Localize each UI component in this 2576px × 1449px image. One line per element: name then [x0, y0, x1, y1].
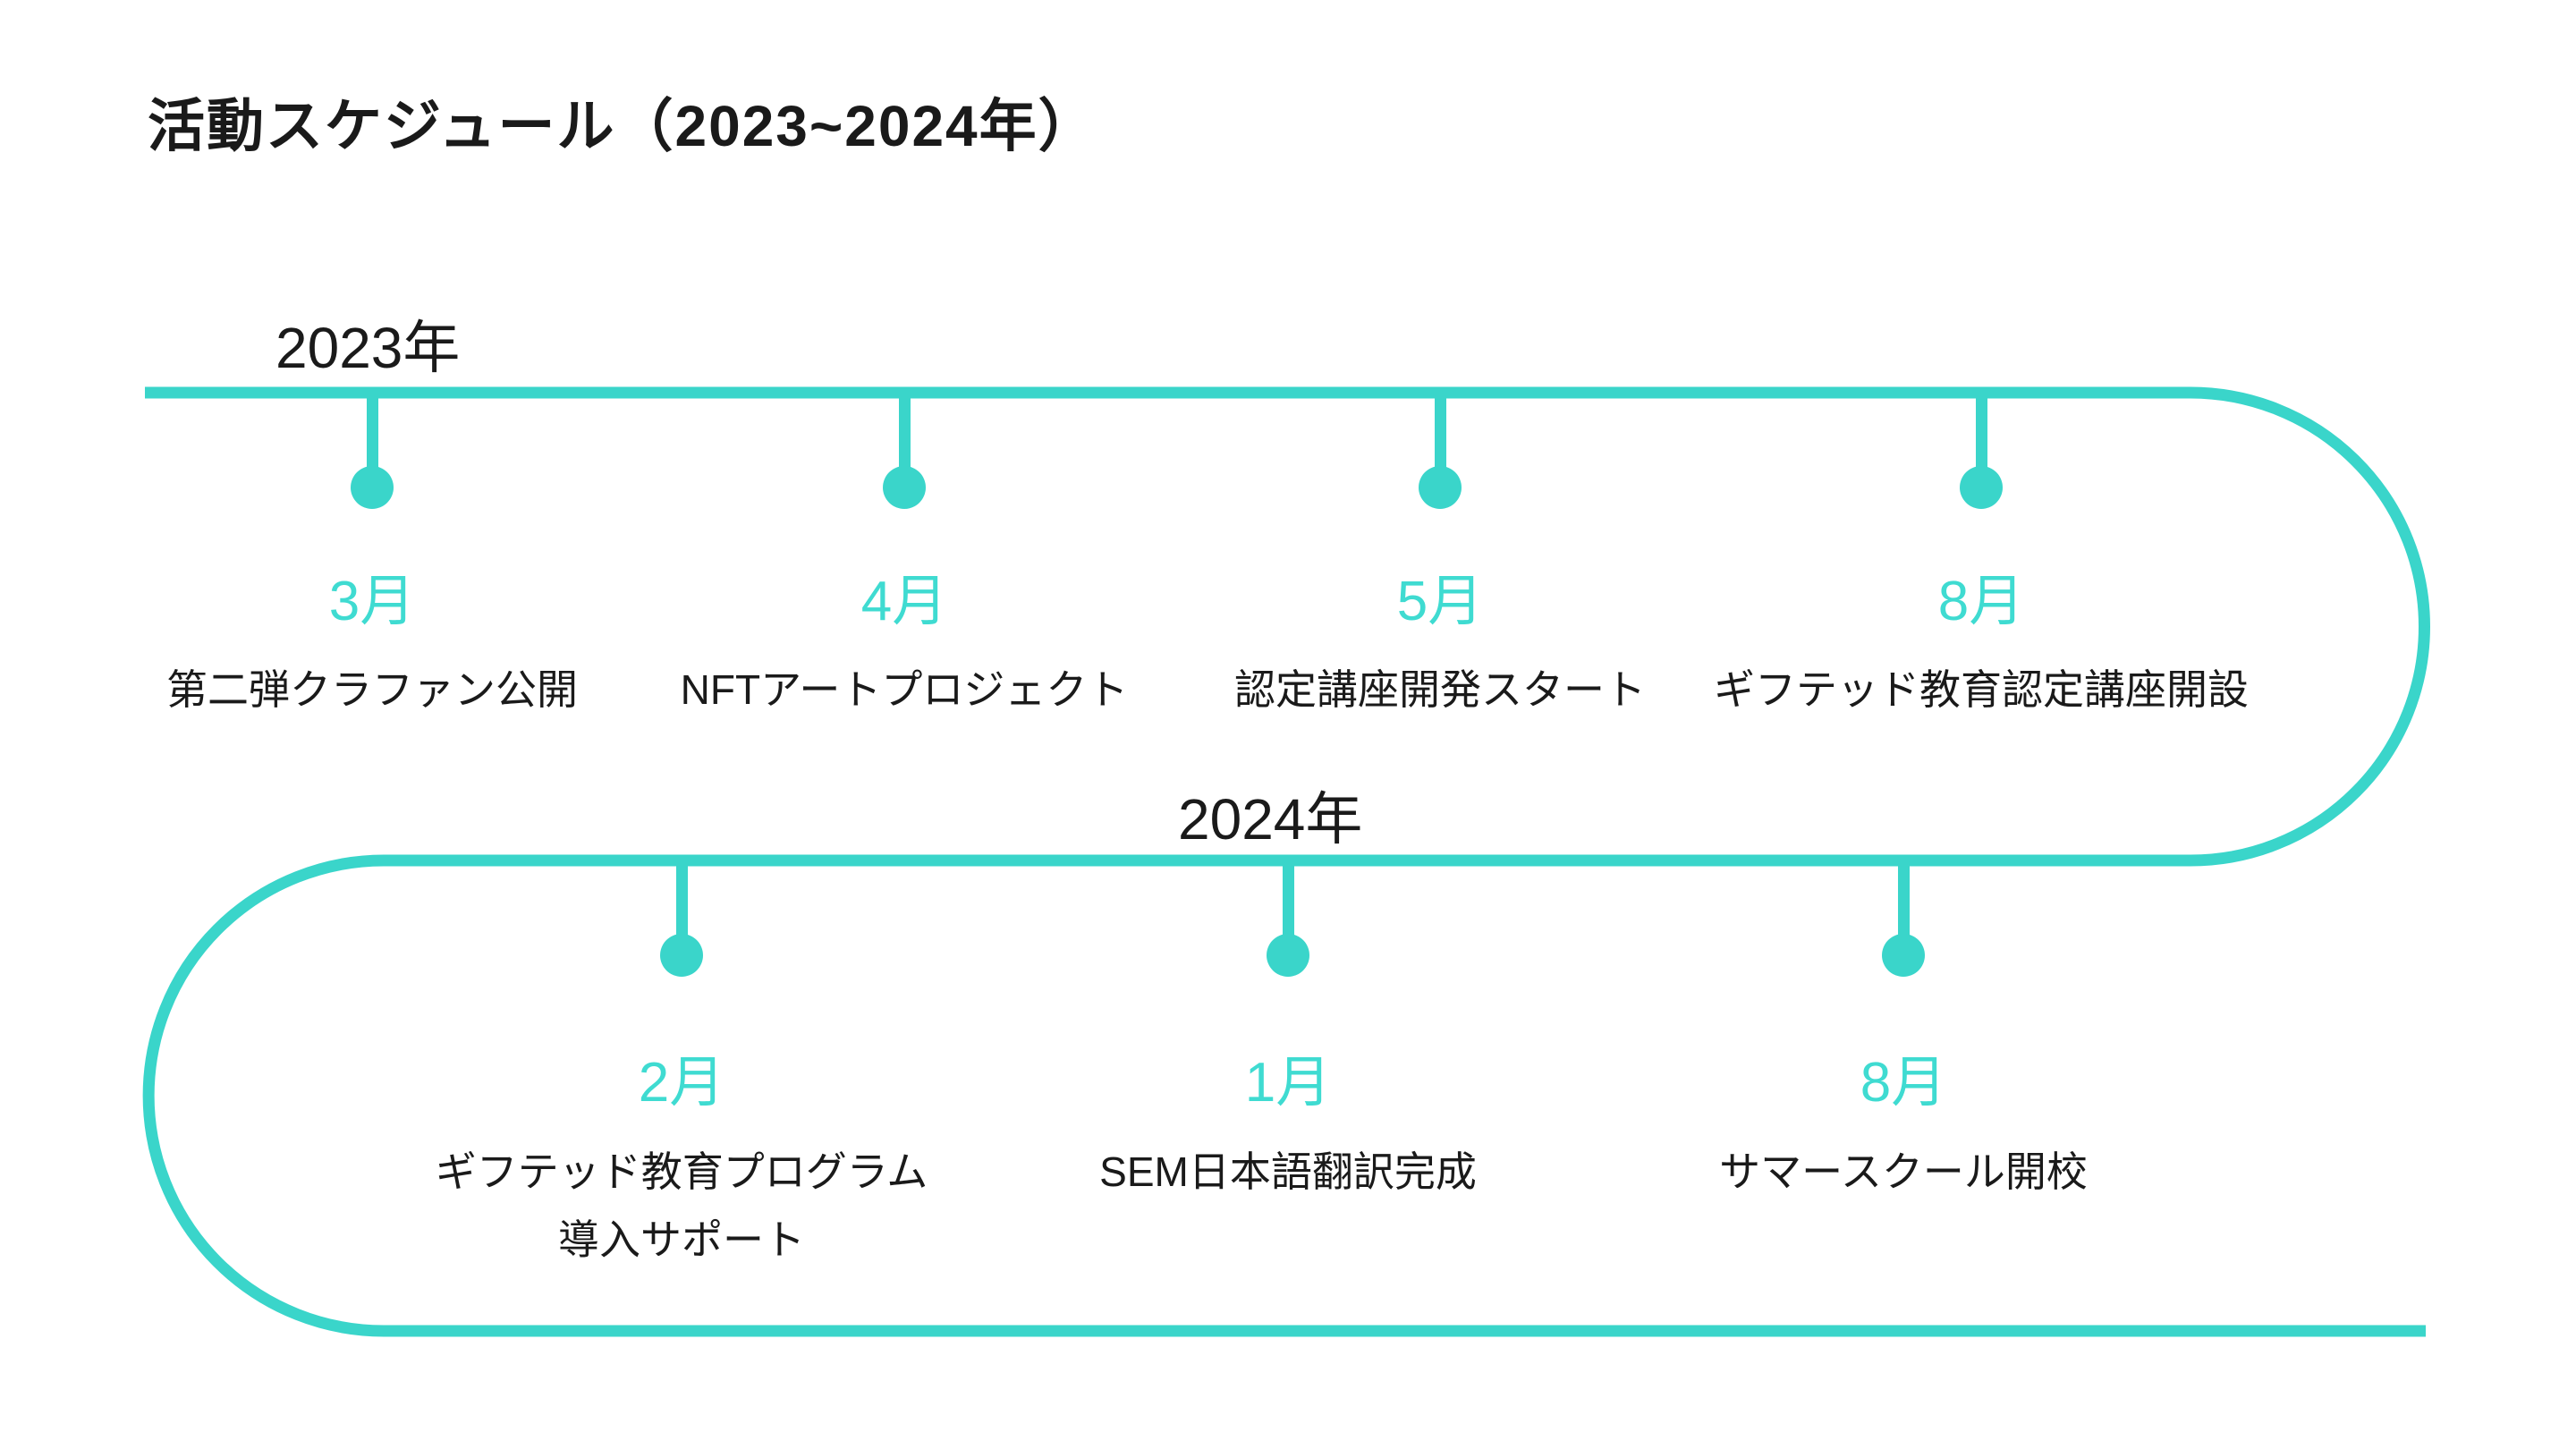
event-description: 認定講座開発スタート — [1234, 656, 1646, 724]
event-month-label: 8月 — [1937, 571, 2025, 632]
event-description: NFTアートプロジェクト — [681, 656, 1129, 724]
event-description-line: サマースクール開校 — [1719, 1148, 2088, 1195]
event-tick — [1897, 860, 1910, 936]
event-tick — [1434, 393, 1446, 468]
event-tick — [1282, 860, 1294, 936]
event-month-label: 1月 — [1244, 1052, 1332, 1114]
event-tick — [1975, 393, 1987, 468]
event-description: SEM日本語翻訳完成 — [1099, 1138, 1477, 1206]
event-description-line: NFTアートプロジェクト — [680, 666, 1129, 713]
event-description-line: 導入サポート — [558, 1216, 805, 1263]
event-dot — [660, 934, 703, 977]
event-description-line: ギフテッド教育認定講座開設 — [1714, 666, 2249, 713]
event-month-label: 3月 — [328, 571, 416, 632]
timeline-snake-line — [142, 386, 2430, 1337]
event-tick — [675, 860, 688, 936]
event-tick — [366, 393, 378, 468]
event-dot — [883, 466, 926, 509]
event-dot — [1882, 934, 1925, 977]
event-description-line: 第二弾クラファン公開 — [166, 666, 578, 713]
event-dot — [1960, 466, 2003, 509]
event-description: サマースクール開校 — [1719, 1138, 2088, 1206]
event-dot — [351, 466, 394, 509]
event-description: ギフテッド教育プログラム導入サポート — [436, 1138, 928, 1274]
event-description: 第二弾クラファン公開 — [166, 656, 578, 724]
event-month-label: 8月 — [1860, 1052, 1947, 1114]
event-description-line: ギフテッド教育プログラム — [435, 1148, 928, 1195]
event-month-label: 4月 — [860, 571, 948, 632]
event-month-label: 5月 — [1396, 571, 1484, 632]
event-description-line: SEM日本語翻訳完成 — [1099, 1148, 1477, 1195]
event-dot — [1419, 466, 1462, 509]
event-description: ギフテッド教育認定講座開設 — [1714, 656, 2249, 724]
event-tick — [898, 393, 911, 468]
page-title: 活動スケジュール（2023~2024年） — [148, 94, 1097, 158]
event-month-label: 2月 — [638, 1052, 725, 1114]
year-label-2024: 2024年 — [1178, 787, 1363, 852]
event-dot — [1267, 934, 1309, 977]
event-description-line: 認定講座開発スタート — [1234, 666, 1646, 713]
year-label-2023: 2023年 — [275, 316, 461, 380]
